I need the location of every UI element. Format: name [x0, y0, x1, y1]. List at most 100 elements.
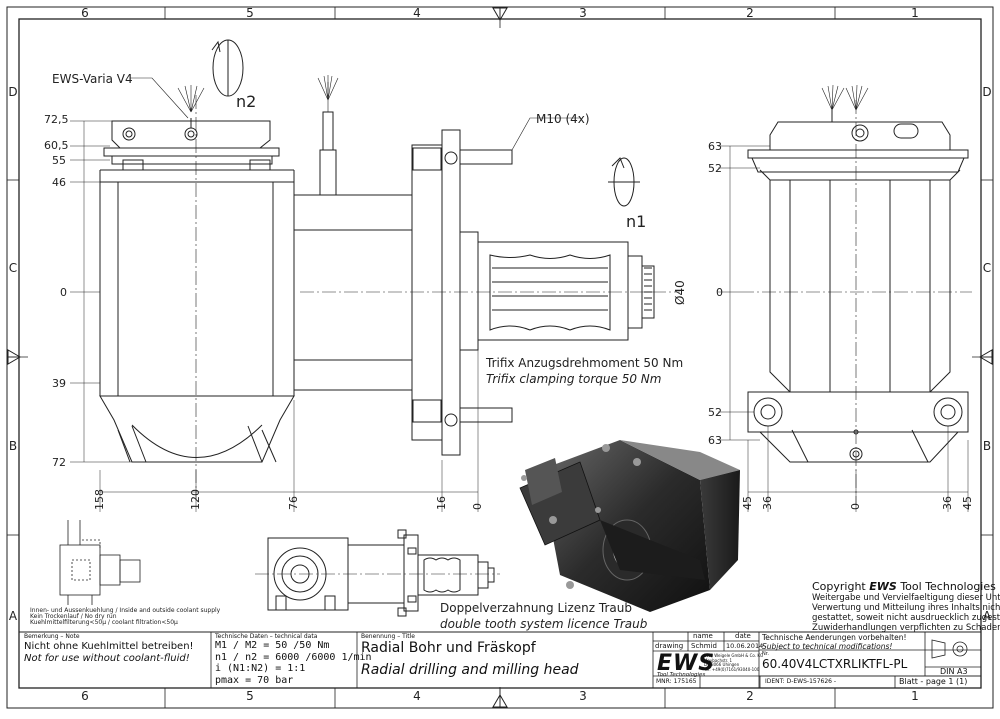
drawing-date: 10.06.2014 [726, 642, 764, 650]
col-name: name [693, 632, 713, 640]
address-line: Maybachstr. 1 [704, 657, 733, 663]
dimension-label-right-bottom: 45 [961, 496, 974, 510]
coolant-note-3: Kuehlmittelfilterung<50µ / coolant filtr… [30, 619, 178, 626]
change-de: Technische Aenderungen vorbehalten! [762, 633, 907, 642]
varia-label: EWS-Varia V4 [52, 72, 133, 86]
dimension-lines-right [718, 145, 969, 512]
frame-row-label: D [8, 85, 17, 99]
coolant-note-1: Innen- und Aussenkuehlung / Inside and o… [30, 607, 221, 614]
tech-row: n1 / n2 = 6000 /6000 1/min [215, 652, 372, 664]
dimension-label-left: 72,5 [44, 113, 69, 126]
col-date: date [735, 632, 751, 640]
copyright-line: Zuwiderhandlungen verpflichten zu Schade… [812, 623, 1000, 633]
dimension-lines-left [70, 120, 479, 512]
copyright-title: Copyright EWS Tool Technologies [812, 580, 996, 593]
drawer: Schmid [691, 642, 717, 650]
title-de: Radial Bohr und Fräskopf [361, 640, 536, 656]
frame-column-label: 4 [413, 6, 421, 20]
ident: IDENT: D-EWS-157626 - [765, 678, 837, 685]
side-view [740, 84, 972, 505]
frame-column-label: 3 [579, 6, 587, 20]
tech-label: n1 / n2 [215, 651, 258, 663]
copyright-line: Verwertung und Mitteilung ihres Inhalts … [812, 603, 1000, 613]
address-line: Tel. +49(0)7161/93040-100 [704, 666, 760, 672]
dimension-label-left: 60,5 [44, 139, 69, 152]
tech-row: i (N1:N2) = 1:1 [215, 663, 372, 675]
tech-value: = 50 /50 Nm [263, 640, 330, 651]
dimension-label-right-bottom: 36 [941, 496, 954, 510]
frame-row-label: D [982, 85, 991, 99]
change-en: Subject to technical modifications! [762, 642, 893, 651]
frame-row-label: A [983, 609, 992, 623]
frame-row-label: C [9, 261, 17, 275]
front-view-labels: EWS-Varia V4 n2 n1 M10 (4x) Ø40 Trifix A… [52, 72, 687, 631]
remark-de: Nicht ohne Kuehlmittel betreiben! [24, 641, 194, 652]
din-format: DIN A3 [940, 667, 968, 676]
nr-label: Nr. [762, 651, 769, 657]
address-line: EWS Weigele GmbH & Co. KG [704, 653, 764, 658]
trifix-de: Trifix Anzugsdrehmoment 50 Nm [485, 356, 683, 370]
dv-en: double tooth system licence Traub [440, 617, 648, 631]
copyright-brand: EWS [869, 580, 897, 593]
n2-label: n2 [236, 92, 256, 111]
frame-column-label: 2 [746, 689, 754, 703]
diameter-label: Ø40 [673, 280, 687, 305]
dimension-label-left: 39 [52, 377, 66, 390]
copyright-text: Weitergabe und Vervielfaeltigung dieser … [812, 593, 1000, 633]
dimension-label-right: 52 [708, 162, 722, 175]
dimension-label-right: 63 [708, 140, 722, 153]
frame-column-label: 6 [81, 6, 89, 20]
tech-row: pmax = 70 bar [215, 675, 372, 687]
dimension-label-right-bottom: 0 [849, 503, 862, 510]
dimension-label-bottom: 0 [471, 503, 484, 510]
trifix-en: Trifix clamping torque 50 Nm [486, 372, 661, 386]
ews-logo-sub: Tool Technologies [657, 672, 706, 678]
tech-value: = 1:1 [275, 663, 306, 674]
dv-de: Doppelverzahnung Lizenz Traub [440, 601, 632, 615]
remark-header: Bemerkung – Note [24, 633, 80, 640]
frame-column-label: 5 [246, 689, 254, 703]
3d-render [519, 440, 740, 612]
tech-label: M1 / M2 [215, 640, 258, 651]
remark-en: Not for use without coolant-fluid! [24, 653, 190, 664]
dimension-label-left: 72 [52, 456, 66, 469]
copyright-prefix: Copyright [812, 580, 870, 593]
frame-column-label: 4 [413, 689, 421, 703]
frame-row-label: C [983, 261, 991, 275]
front-view [99, 39, 680, 500]
frame-column-label: 5 [246, 6, 254, 20]
copyright-line: Weitergabe und Vervielfaeltigung dieser … [812, 593, 1000, 603]
n1-label: n1 [626, 212, 646, 231]
tech-data: M1 / M2 = 50 /50 Nm n1 / n2 = 6000 /6000… [215, 640, 372, 686]
tech-label: i (N1:N2) [215, 663, 270, 674]
frame-row-label: B [983, 439, 991, 453]
coolant-note-2: Kein Trockenlauf / No dry run [30, 613, 117, 620]
tech-header: Technische Daten – technical data [215, 633, 318, 640]
dimension-label-bottom: 76 [287, 496, 300, 510]
frame-column-label: 1 [911, 689, 919, 703]
dimension-label-right-bottom: 45 [741, 496, 754, 510]
frame-column-label: 6 [81, 689, 89, 703]
tech-label: pmax [215, 674, 240, 686]
frame-row-label: A [9, 609, 18, 623]
dimension-label-right: 63 [708, 434, 722, 447]
m10-label: M10 (4x) [536, 112, 590, 126]
frame-column-label: 1 [911, 6, 919, 20]
dimension-label-bottom: 16 [435, 496, 448, 510]
top-view [255, 529, 500, 617]
dimension-label-left: 46 [52, 176, 66, 189]
dimension-label-left: 55 [52, 154, 66, 167]
frame-column-label: 3 [579, 689, 587, 703]
title-en: Radial drilling and milling head [361, 662, 579, 678]
mnr: MNR: 175165 [656, 678, 697, 685]
address-line: D-73066 Uhingen [704, 662, 740, 668]
frame-row-label: B [9, 439, 17, 453]
title-block-grid [19, 631, 981, 688]
tech-value: = 6000 /6000 1/min [263, 651, 372, 663]
